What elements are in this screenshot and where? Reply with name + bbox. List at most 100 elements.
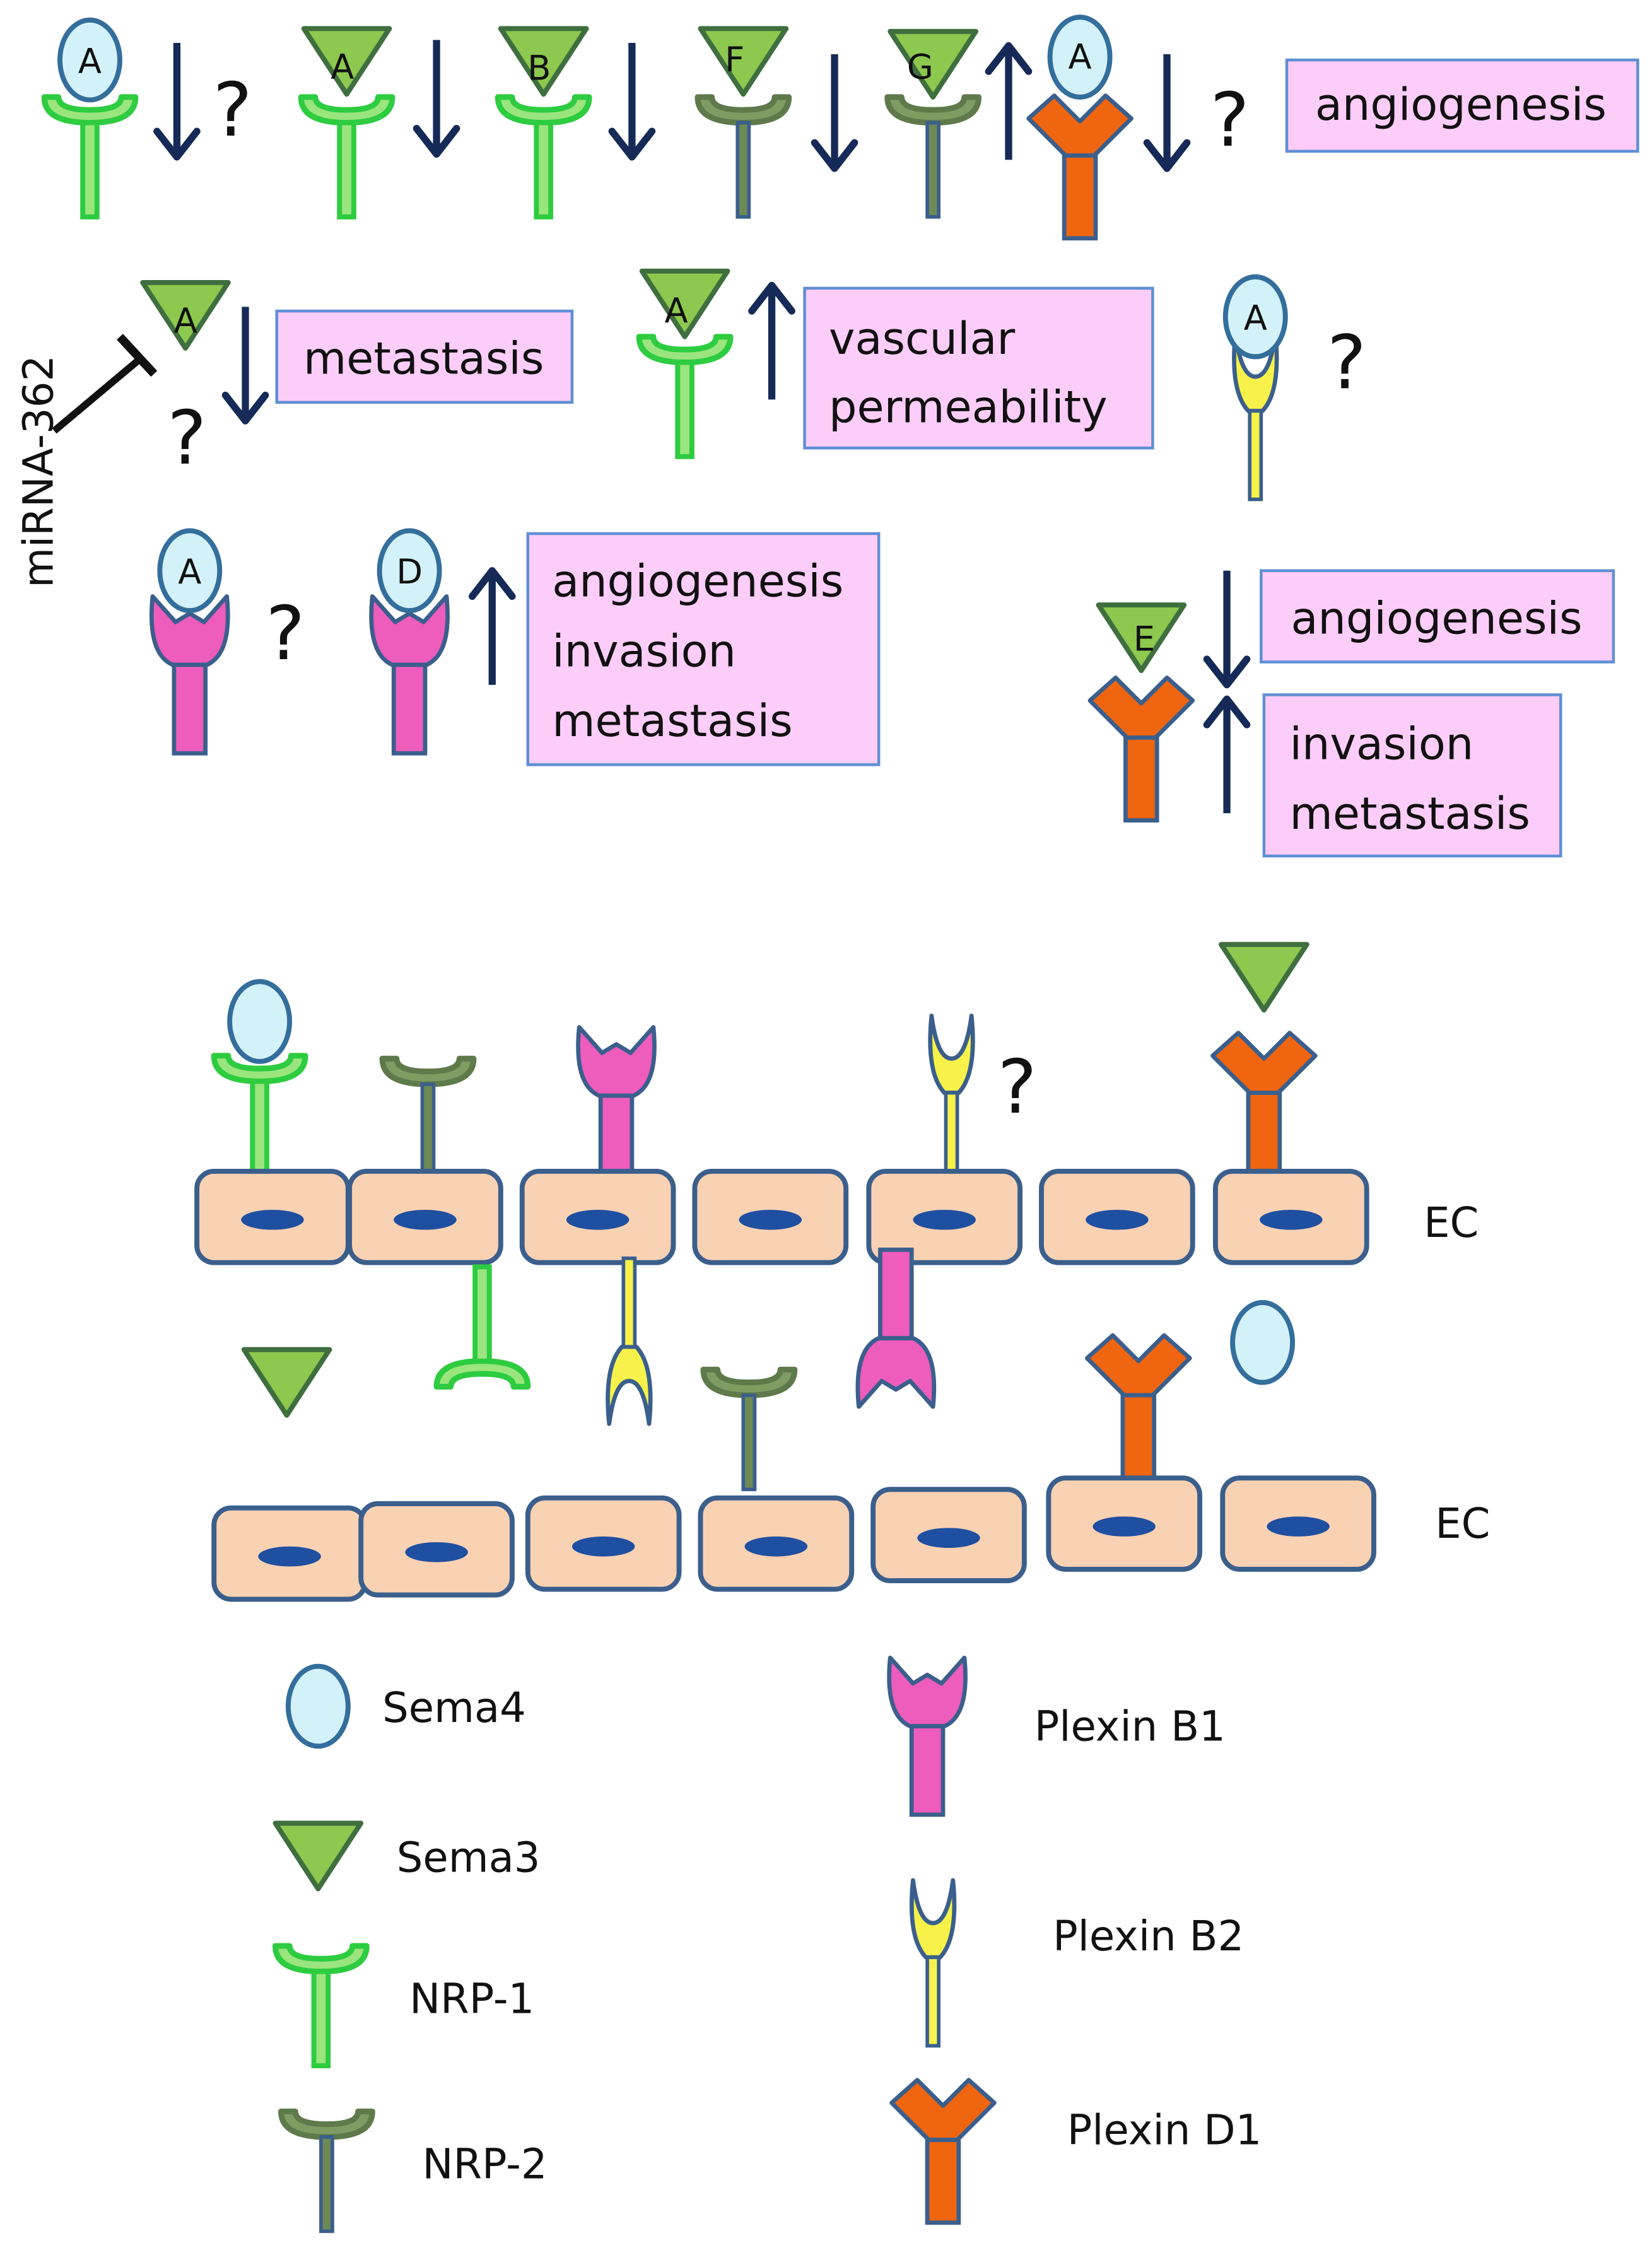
ec-label: EC	[1435, 1500, 1490, 1548]
endothelial-cell	[528, 1498, 679, 1590]
row-2: miRNA-362 A ? metastasis A vascular perm…	[15, 271, 1366, 588]
up-arrow-icon	[472, 571, 512, 685]
inhibition-line	[52, 354, 145, 434]
down-arrow-icon	[157, 43, 197, 157]
effect-invasion: invasion	[552, 625, 736, 677]
nrp1-receptor	[44, 97, 136, 217]
legend-sema4-icon	[288, 1666, 348, 1747]
effect-metastasis: metastasis	[552, 695, 792, 747]
inhibition-bar	[116, 334, 158, 377]
plexinD1-receptor	[1087, 1335, 1190, 1478]
endothelial-cell	[349, 1171, 501, 1263]
ligand-label: G	[907, 47, 934, 86]
plexinD1-receptor	[1090, 677, 1193, 820]
ligand-label: A	[178, 552, 201, 592]
effect-invasion: invasion	[1290, 718, 1474, 770]
endothelial-cell	[361, 1504, 512, 1595]
question-mark: ?	[167, 395, 206, 481]
effect-box	[803, 286, 1154, 450]
ligand-label: A	[331, 47, 354, 86]
endothelial-cell	[1216, 1171, 1367, 1263]
legend-plexinB2-icon	[911, 1880, 954, 2046]
endothelial-cell	[694, 1171, 846, 1263]
effect-box	[526, 532, 881, 766]
sema4-ligand	[1233, 1303, 1292, 1383]
effect-metastasis: metastasis	[1290, 788, 1530, 840]
effect-angiogenesis: angiogenesis	[1291, 592, 1582, 644]
down-arrow-icon	[225, 307, 265, 421]
plexinB1-receptor	[151, 596, 228, 753]
sema4-ligand	[230, 981, 290, 1062]
effect-angiogenesis: angiogenesis	[552, 555, 843, 607]
nrp1-receptor	[301, 97, 392, 217]
legend-plexinD1: Plexin D1	[1067, 2106, 1262, 2154]
top-row: A ? A B F G A ? angiogenesis	[44, 17, 1639, 238]
question-mark: ?	[266, 590, 305, 677]
down-arrow-icon	[416, 40, 456, 154]
legend-plexinB1: Plexin B1	[1034, 1702, 1226, 1750]
ligand-label: D	[396, 552, 423, 592]
legend-plexinD1-icon	[892, 2080, 995, 2223]
legend: Sema4 Sema3 NRP-1 NRP-2 Plexin B1 Plexin…	[276, 1658, 1262, 2231]
question-mark: ?	[1327, 319, 1366, 406]
legend-sema3-icon	[276, 1823, 361, 1889]
effect-box	[1285, 58, 1639, 153]
plexinB1-receptor	[858, 1250, 934, 1407]
down-arrow-icon	[612, 43, 652, 157]
ligand-label: A	[173, 301, 197, 341]
effect-box	[1260, 569, 1615, 664]
plexinB2-receptor	[608, 1258, 651, 1424]
endothelial-cell	[1048, 1478, 1200, 1569]
sema3-ligand	[244, 1350, 330, 1415]
ligand-label: E	[1134, 619, 1155, 659]
endothelial-cell	[1222, 1478, 1374, 1569]
down-arrow-icon	[1147, 54, 1186, 168]
legend-plexinB1-icon	[889, 1658, 966, 1815]
ec-label: EC	[1424, 1199, 1479, 1247]
plexinD1-receptor	[1029, 96, 1132, 238]
question-mark: ?	[1210, 77, 1249, 163]
endothelial-cell	[700, 1498, 852, 1590]
legend-sema4: Sema4	[382, 1684, 526, 1732]
question-mark: ?	[997, 1044, 1036, 1130]
nrp2-receptor	[703, 1369, 795, 1489]
nrp2-receptor	[698, 97, 789, 217]
ligand-label: F	[725, 40, 744, 79]
effect-box	[1262, 693, 1562, 858]
effect-vascular: vascular	[829, 313, 1015, 365]
legend-nrp2: NRP-2	[422, 2141, 547, 2189]
nrp1-receptor	[498, 97, 589, 217]
legend-nrp1-icon	[276, 1946, 367, 2066]
plexinB1-receptor	[578, 1027, 655, 1184]
ligand-label: A	[664, 291, 688, 331]
plexinB2-receptor	[930, 1016, 973, 1181]
endothelial-cell	[197, 1171, 348, 1263]
ligand-label: A	[1069, 37, 1092, 77]
effect-box	[275, 309, 574, 404]
down-arrow-icon	[1207, 571, 1246, 685]
endothelial-cell	[1041, 1171, 1193, 1263]
row-3: A ? D angiogenesis invasion metastasis E…	[151, 530, 1615, 858]
nrp2-receptor	[382, 1058, 474, 1178]
endothelial-cell	[522, 1171, 674, 1263]
endothelial-cells: ? EC EC	[197, 944, 1490, 1599]
legend-nrp2-icon	[281, 2111, 373, 2231]
nrp1-receptor	[639, 337, 730, 457]
up-arrow-icon	[988, 45, 1028, 160]
effect-angiogenesis: angiogenesis	[1315, 79, 1607, 131]
plexinD1-receptor	[1212, 1033, 1315, 1176]
ligand-label: A	[78, 41, 102, 81]
mirna-label: miRNA-362	[15, 355, 63, 588]
legend-sema3: Sema3	[397, 1834, 541, 1882]
nrp1-receptor	[436, 1267, 528, 1386]
effect-permeability: permeability	[829, 382, 1108, 433]
effect-metastasis: metastasis	[303, 333, 544, 385]
up-arrow-icon	[752, 285, 792, 399]
ligand-label: B	[527, 49, 551, 88]
endothelial-cell	[873, 1489, 1024, 1581]
nrp1-receptor	[214, 1056, 305, 1176]
question-mark: ?	[213, 67, 252, 153]
sema3-ligand	[1221, 944, 1307, 1010]
